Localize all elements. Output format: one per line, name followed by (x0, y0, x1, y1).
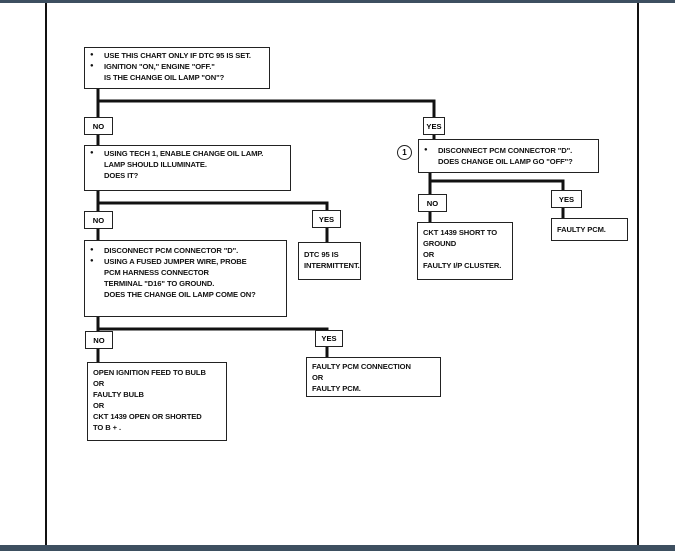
text-line: INTERMITTENT. (304, 261, 360, 270)
text-line: DOES THE CHANGE OIL LAMP COME ON? (104, 290, 256, 299)
text-line: FAULTY PCM CONNECTION (312, 362, 411, 371)
no-label: NO (84, 117, 113, 135)
text-line: FAULTY BULB (93, 390, 144, 399)
dtc-intermittent-box: DTC 95 IS INTERMITTENT. (298, 242, 361, 280)
yes-label: YES (551, 190, 582, 208)
no-label: NO (418, 194, 447, 212)
connector-disconnect (428, 172, 565, 190)
text-line: PCM HARNESS CONNECTOR (104, 268, 209, 277)
text-line: CKT 1439 SHORT TO (423, 228, 498, 237)
text-line: CKT 1439 OPEN OR SHORTED (93, 412, 202, 421)
text-line: FAULTY I/P CLUSTER. (423, 261, 502, 270)
bullet-text: USING A FUSED JUMPER WIRE, PROBE (90, 256, 281, 267)
page-right-border (637, 3, 639, 545)
text-line: OPEN IGNITION FEED TO BULB (93, 368, 206, 377)
faulty-connection-box: FAULTY PCM CONNECTION OR FAULTY PCM. (306, 357, 441, 397)
text-line: TO B + . (93, 423, 121, 432)
connector-probe (96, 316, 329, 331)
bullet-text: USE THIS CHART ONLY IF DTC 95 IS SET. (90, 50, 264, 61)
text-line: FAULTY PCM. (557, 225, 606, 234)
text-line: OR (312, 373, 324, 382)
no-label: NO (84, 211, 113, 229)
bullet-text: IGNITION "ON," ENGINE "OFF." (90, 61, 264, 72)
yes-label: YES (315, 330, 343, 347)
text-line: LAMP SHOULD ILLUMINATE. (104, 160, 207, 169)
tech1-box: USING TECH 1, ENABLE CHANGE OIL LAMP. LA… (84, 145, 291, 191)
probe-box: DISCONNECT PCM CONNECTOR "D". USING A FU… (84, 240, 287, 317)
start-box: USE THIS CHART ONLY IF DTC 95 IS SET. IG… (84, 47, 270, 89)
text-line: TERMINAL "D16" TO GROUND. (104, 279, 215, 288)
text-line: GROUND (423, 239, 457, 248)
text-line: FAULTY PCM. (312, 384, 361, 393)
bottom-bar (0, 545, 675, 551)
connector-tech1 (96, 190, 329, 210)
text-line: OR (423, 250, 435, 259)
bullet-text: USING TECH 1, ENABLE CHANGE OIL LAMP. (90, 148, 285, 159)
text-line: DOES IT? (104, 171, 139, 180)
yes-label: YES (312, 210, 341, 228)
text-line: DTC 95 IS (304, 250, 339, 259)
text-line: DOES CHANGE OIL LAMP GO "OFF"? (438, 157, 573, 166)
faulty-pcm-box: FAULTY PCM. (551, 218, 628, 241)
connector-start (96, 88, 436, 117)
yes-label: YES (423, 117, 445, 135)
bullet-text: DISCONNECT PCM CONNECTOR "D". (90, 245, 281, 256)
open-ignition-box: OPEN IGNITION FEED TO BULB OR FAULTY BUL… (87, 362, 227, 441)
question-text: IS THE CHANGE OIL LAMP "ON"? (104, 73, 225, 82)
text-line: OR (93, 401, 105, 410)
bullet-text: DISCONNECT PCM CONNECTOR "D". (424, 145, 593, 156)
no-label: NO (85, 331, 113, 349)
step-marker: 1 (397, 145, 412, 160)
page-left-border (45, 3, 47, 545)
ckt-short-box: CKT 1439 SHORT TO GROUND OR FAULTY I/P C… (417, 222, 513, 280)
text-line: OR (93, 379, 105, 388)
disconnect-box: DISCONNECT PCM CONNECTOR "D". DOES CHANG… (418, 139, 599, 173)
top-bar (0, 0, 675, 3)
